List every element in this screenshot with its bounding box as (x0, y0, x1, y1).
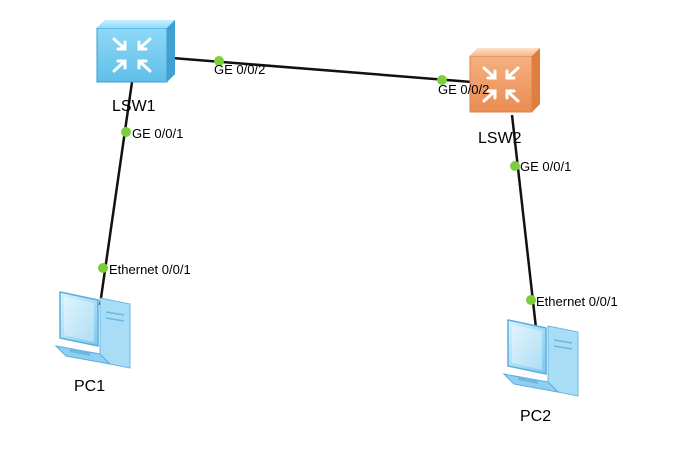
port-dot[interactable] (526, 295, 536, 305)
port-dot[interactable] (214, 56, 224, 66)
port-label-lsw2-ge001: GE 0/0/1 (520, 159, 572, 174)
device-label-lsw1: LSW1 (112, 98, 156, 115)
port-dot[interactable] (510, 161, 520, 171)
port-dot[interactable] (98, 263, 108, 273)
switch-icon[interactable] (96, 20, 175, 83)
switch-icon[interactable] (469, 48, 540, 113)
port-label-lsw2-ge002: GE 0/0/2 (438, 82, 490, 97)
device-label-pc2: PC2 (520, 408, 552, 425)
port-label-lsw1-ge001: GE 0/0/1 (132, 126, 184, 141)
port-label-pc2-eth001: Ethernet 0/0/1 (536, 294, 618, 309)
link-lsw2-pc2[interactable] (510, 114, 538, 329)
device-label-pc1: PC1 (74, 378, 106, 395)
port-label-pc1-eth001: Ethernet 0/0/1 (109, 262, 191, 277)
pc-icon[interactable] (502, 319, 579, 397)
device-label-lsw2: LSW2 (478, 130, 522, 147)
port-dot[interactable] (437, 75, 447, 85)
port-dot[interactable] (121, 127, 131, 137)
pc-icon[interactable] (54, 291, 131, 369)
port-label-lsw1-ge002: GE 0/0/2 (214, 62, 266, 77)
